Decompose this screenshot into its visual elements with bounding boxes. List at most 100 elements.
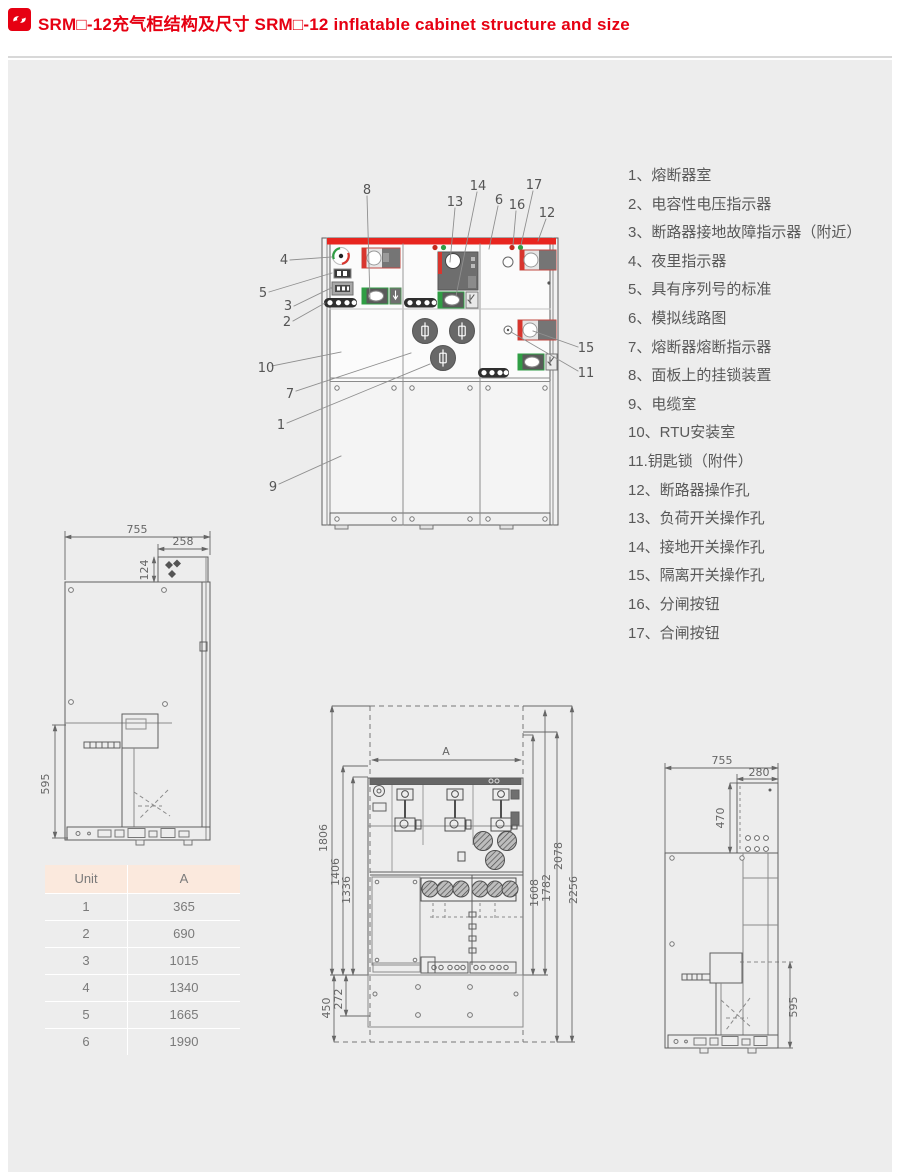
legend-item: 8、面板上的挂锁装置 — [628, 367, 772, 385]
indicator-dot-red — [432, 244, 438, 251]
earthing-switch-mechanism-right — [517, 353, 558, 371]
front-dim-view-drawing: A 1806 1406 1336 1608 1782 2078 2256 272… — [317, 705, 580, 1043]
callout-4: 4 — [280, 253, 288, 268]
front-view-drawing: 8 13 14 6 16 17 12 4 5 3 2 10 7 1 9 15 1… — [258, 178, 595, 530]
callout-9: 9 — [269, 480, 277, 495]
brand-logo-icon — [8, 8, 31, 31]
callout-16: 16 — [509, 198, 526, 213]
cell-unit: 3 — [45, 948, 128, 974]
dim-450: 450 — [320, 998, 333, 1019]
legend-item: 5、具有序列号的标准 — [628, 281, 772, 299]
legend-item: 14、接地开关操作孔 — [628, 538, 765, 556]
cell-a: 365 — [173, 899, 195, 914]
legend-item: 9、电缆室 — [628, 395, 697, 413]
col-header-unit: Unit — [45, 865, 128, 893]
dim-124: 124 — [138, 560, 151, 581]
callout-leader-lines — [268, 190, 579, 485]
dim-2256: 2256 — [567, 876, 580, 904]
callout-14: 14 — [470, 179, 487, 194]
dim-1406: 1406 — [329, 858, 342, 886]
dim-280: 280 — [749, 766, 770, 779]
callout-13: 13 — [447, 195, 464, 210]
dim-1782: 1782 — [540, 874, 553, 902]
legend-item: 10、RTU安装室 — [628, 424, 736, 442]
callout-1: 1 — [277, 418, 285, 433]
close-button — [517, 244, 524, 251]
callout-17: 17 — [526, 178, 543, 193]
bushings-upper — [457, 831, 517, 870]
cable-bushings-row — [421, 880, 519, 898]
breaker-mechanism-left — [361, 247, 401, 269]
capacitive-voltage-indicator — [324, 298, 357, 308]
comb-strip-right — [681, 973, 711, 981]
dim-595: 595 — [39, 774, 52, 795]
comb-strip — [83, 741, 121, 749]
cell-unit: 4 — [45, 975, 128, 1001]
switch-mechanism-left — [361, 287, 402, 305]
cell-unit: 1 — [45, 894, 128, 920]
load-switch-mechanism-box — [437, 251, 479, 291]
callout-8: 8 — [363, 183, 371, 198]
bay-mechanisms — [394, 788, 518, 832]
fuse-indicators — [412, 318, 475, 371]
legend-item: 6、模拟线路图 — [628, 309, 727, 327]
table-row: 5 1665 — [45, 1001, 240, 1028]
dim-755-right: 755 — [712, 754, 733, 767]
cell-a: 690 — [173, 926, 195, 941]
dim-470: 470 — [714, 808, 727, 829]
table-row: 6 1990 — [45, 1028, 240, 1055]
table-header-row: Unit A — [45, 865, 240, 893]
open-button — [509, 244, 515, 251]
callout-2: 2 — [283, 315, 291, 330]
legend-item: 16、分闸按钮 — [628, 595, 720, 613]
terminal-strips — [420, 956, 517, 974]
night-indicator — [332, 247, 350, 265]
cell-unit: 6 — [45, 1029, 128, 1055]
bottom-strip-screws — [334, 516, 548, 522]
capacitive-voltage-indicator-2 — [404, 298, 437, 308]
header-divider — [8, 56, 892, 58]
front-view-callouts: 8 13 14 6 16 17 12 4 5 3 2 10 7 1 9 15 1… — [258, 178, 595, 495]
dim-258: 258 — [173, 535, 194, 548]
legend-item: 15、隔离开关操作孔 — [628, 567, 765, 585]
cell-unit: 5 — [45, 1002, 128, 1028]
earthing-switch-mechanism — [437, 291, 479, 309]
callout-7: 7 — [286, 387, 294, 402]
cell-a: 1990 — [169, 1034, 199, 1049]
legend-item: 12、断路器操作孔 — [628, 481, 750, 499]
callout-15: 15 — [578, 341, 595, 356]
legend-item: 1、熔断器室 — [628, 167, 712, 184]
side-view-left-drawing: 755 258 124 595 — [39, 523, 211, 846]
dim-2078: 2078 — [552, 842, 565, 870]
technical-drawings: 8 13 14 6 16 17 12 4 5 3 2 10 7 1 9 15 1… — [39, 178, 800, 1054]
dim-272: 272 — [332, 989, 345, 1010]
cell-a: 1340 — [169, 980, 199, 995]
callout-3: 3 — [284, 299, 292, 314]
cell-a: 1665 — [169, 1007, 199, 1022]
callout-10: 10 — [258, 361, 275, 376]
callout-6: 6 — [495, 193, 503, 208]
operation-hole — [502, 256, 514, 268]
dim-A: A — [442, 745, 450, 758]
callout-5: 5 — [259, 286, 267, 301]
callout-11: 11 — [578, 366, 595, 381]
legend-item: 13、负荷开关操作孔 — [628, 510, 765, 528]
cabinet-red-top-bar — [327, 238, 556, 245]
callout-12: 12 — [539, 206, 556, 221]
capacitive-voltage-indicator-3 — [478, 368, 509, 378]
legend-item: 11.钥匙锁（附件） — [628, 452, 753, 470]
legend-item: 4、夜里指示器 — [628, 252, 727, 270]
dim-1608: 1608 — [528, 879, 541, 907]
table-row: 1 365 — [45, 893, 240, 920]
side-view-right-drawing: 755 280 470 595 — [664, 754, 800, 1054]
dim-595-right: 595 — [787, 997, 800, 1018]
table-row: 4 1340 — [45, 974, 240, 1001]
legend-item: 2、电容性电压指示器 — [628, 195, 772, 213]
legend-item: 17、合闸按钮 — [628, 624, 720, 642]
legend-item: 3、断路器接地故障指示器（附近） — [628, 224, 862, 242]
page-title: SRM□-12充气柜结构及尺寸 SRM□-12 inflatable cabin… — [38, 15, 630, 34]
indicator-dot-green — [440, 244, 447, 251]
